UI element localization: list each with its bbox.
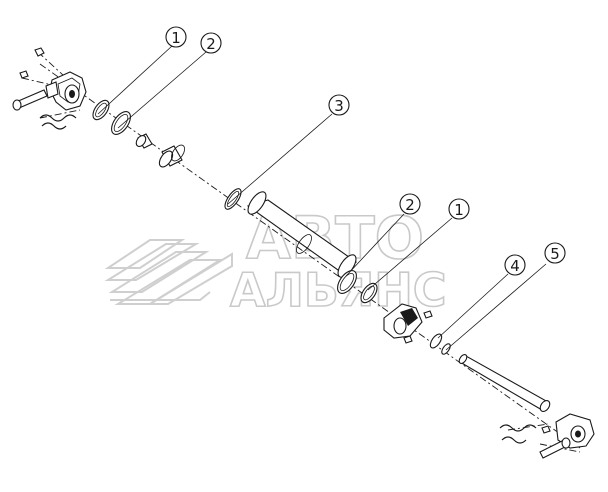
callout-3-label: 3 [334,97,344,115]
callout-5: 5 [544,242,566,264]
lower-end-cap-assembly [383,303,433,344]
callout-5-label: 5 [550,245,560,263]
callout-1-lower: 1 [448,198,470,220]
lower-cap-bolt [423,310,433,319]
callout-4: 4 [504,254,526,276]
upper-spring-clip [41,122,67,130]
callout-4-label: 4 [510,257,520,275]
cylinder-tube [246,191,358,278]
upper-cotter-pin [39,114,77,122]
lower-fork-nut [541,425,551,434]
cotter-axis-line [39,109,81,119]
upper-fork-lug [45,81,59,99]
callout-2-lower-label: 2 [405,196,415,214]
watermark-emblem [104,239,233,305]
upper-end-fork-assembly [12,47,87,130]
lower-cap-nut [403,335,413,344]
ring-part-1-upper [92,99,110,121]
seal-part-3 [224,188,242,210]
callout-leaders [97,45,547,351]
lower-pin-axis-line [507,423,549,431]
bushing-large [158,144,185,168]
bushing-small [135,133,153,149]
callout-1-lower-label: 1 [454,201,464,219]
lower-cotter-pin [499,424,537,432]
callout-1-upper-label: 1 [171,29,181,47]
callout-2-upper-label: 2 [206,35,216,53]
ring-part-2-upper [111,111,131,135]
upper-nut [19,70,29,79]
ring-part-2-lower [337,270,357,294]
callout-1-upper: 1 [165,26,187,48]
tube-upper-end [247,191,267,215]
callout-2-upper: 2 [200,32,222,54]
callout-3: 3 [328,94,350,116]
lower-end-fork-assembly [499,413,595,459]
piston-rod-part-5 [458,354,551,412]
center-axis-line [39,63,581,449]
callout-2-lower: 2 [399,193,421,215]
upper-bolt-head [34,47,45,57]
bolt-axis-line [37,51,65,77]
lower-spring-clip [501,436,527,444]
